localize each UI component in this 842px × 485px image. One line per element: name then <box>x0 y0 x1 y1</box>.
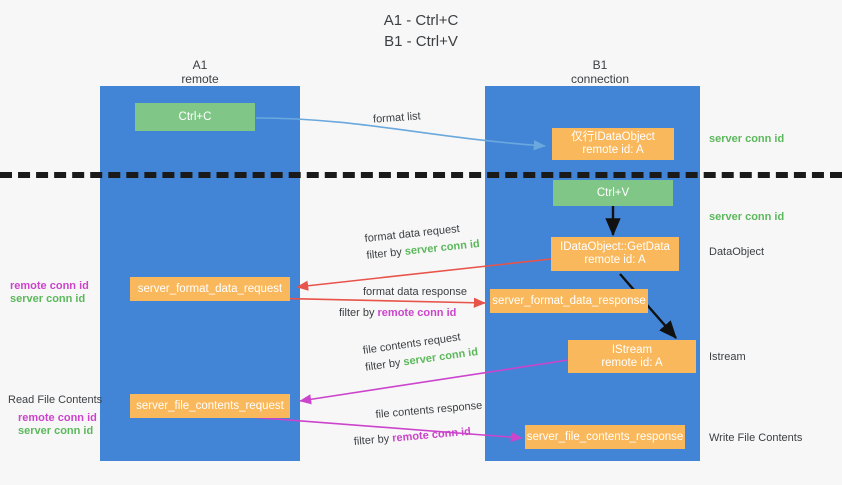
box-server-file-contents-response-label: server_file_contents_response <box>526 430 684 443</box>
column-header-left-role: remote <box>181 72 219 86</box>
annotation-server-conn-id-2: server conn id <box>709 211 785 223</box>
box-server-format-data-response[interactable]: server_format_data_response <box>490 289 648 313</box>
box-ctrl-c-label: Ctrl+C <box>178 110 212 123</box>
box-ctrl-c[interactable]: Ctrl+C <box>135 103 255 131</box>
annotation-dataobject: DataObject <box>709 246 765 258</box>
box-ctrl-v-label: Ctrl+V <box>596 186 630 199</box>
box-server-file-contents-response[interactable]: server_file_contents_response <box>525 425 685 449</box>
box-idataobject-line2: remote id: A <box>582 144 644 156</box>
box-idataobject-line1: 仅行IDataObject <box>571 131 655 143</box>
annotation-write-file-contents: Write File Contents <box>709 432 803 444</box>
column-header-right: B1 connection <box>530 58 670 86</box>
box-ctrl-v[interactable]: Ctrl+V <box>553 180 673 206</box>
phase-divider <box>0 172 842 178</box>
column-header-left-name: A1 <box>192 58 208 72</box>
arrow-file-contents-request <box>299 359 569 405</box>
annotation-server-conn-id-left-1: server conn id <box>10 293 86 305</box>
box-istream-line2: remote id: A <box>601 356 663 369</box>
filter-prefix-1: filter by <box>365 245 406 262</box>
box-idataobject-getdata-line2: remote id: A <box>584 254 646 266</box>
filter-prefix-2: filter by <box>339 307 378 319</box>
arrow-getdata-to-istream <box>619 273 677 339</box>
annotation-istream: Istream <box>709 351 746 363</box>
box-idataobject-getdata[interactable]: IDataObject::GetData remote id: A <box>551 237 679 271</box>
box-server-format-data-request[interactable]: server_format_data_request <box>130 277 290 301</box>
column-header-right-name: B1 <box>592 58 608 72</box>
annotation-read-file-contents: Read File Contents <box>8 394 103 406</box>
edge-label-format-data-response-filter: filter by remote conn id <box>339 306 456 320</box>
box-idataobject-getdata-line1: IDataObject::GetData <box>560 241 670 253</box>
page-title: A1 - Ctrl+C B1 - Ctrl+V <box>383 12 459 50</box>
annotation-server-conn-id-1: server conn id <box>709 133 785 145</box>
edge-label-format-data-response: format data response <box>363 286 467 298</box>
arrow-format-data-request <box>296 258 552 291</box>
column-header-left: A1 remote <box>130 58 270 86</box>
box-server-format-data-request-label: server_format_data_request <box>137 282 283 295</box>
box-server-file-contents-request[interactable]: server_file_contents_request <box>130 394 290 418</box>
box-server-file-contents-request-label: server_file_contents_request <box>136 399 284 412</box>
filter-key-2: remote conn id <box>377 307 457 319</box>
annotation-remote-conn-id-2: remote conn id <box>18 412 97 424</box>
box-idataobject[interactable]: 仅行IDataObject remote id: A <box>552 128 674 160</box>
box-server-format-data-response-label: server_format_data_response <box>492 294 646 307</box>
column-header-right-role: connection <box>570 72 630 86</box>
box-istream[interactable]: IStream remote id: A <box>568 340 696 373</box>
box-istream-line1: IStream <box>611 343 653 356</box>
arrow-format-list <box>255 117 546 151</box>
filter-prefix-4: filter by <box>353 432 393 448</box>
annotation-remote-conn-id-1: remote conn id <box>10 280 89 292</box>
annotation-server-conn-id-left-2: server conn id <box>18 425 94 437</box>
